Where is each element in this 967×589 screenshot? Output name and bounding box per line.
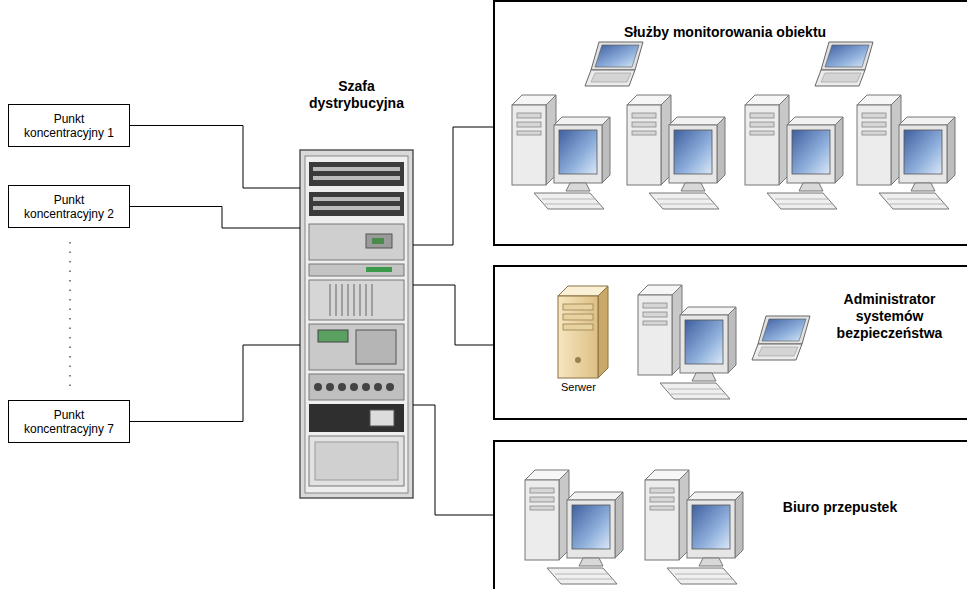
icon-part bbox=[315, 442, 398, 480]
box-label: Punkt koncentracyjny 2 bbox=[15, 193, 123, 221]
server-icon bbox=[558, 286, 608, 378]
icon-part bbox=[309, 280, 404, 320]
icon-part bbox=[330, 284, 372, 316]
concentration-point-box: Punkt koncentracyjny 2 bbox=[8, 185, 130, 228]
icon-part bbox=[309, 264, 404, 276]
icon-part bbox=[360, 284, 361, 316]
rack-illustration bbox=[300, 150, 413, 498]
pc-icon bbox=[645, 470, 743, 584]
icon-part bbox=[370, 410, 394, 426]
pc-icon bbox=[627, 95, 725, 209]
distribution-rack: Szafa dystrybucyjna bbox=[300, 78, 413, 498]
icon-part bbox=[313, 176, 400, 180]
icon-part bbox=[342, 284, 343, 316]
icon-caption: Serwer bbox=[561, 381, 596, 394]
icon-part bbox=[330, 284, 331, 316]
group-panel: Biuro przepustek bbox=[493, 440, 967, 589]
concentration-point-box: Punkt koncentracyjny 1 bbox=[8, 104, 130, 147]
icon-part bbox=[366, 234, 392, 248]
icon-part bbox=[313, 167, 400, 171]
icon-part bbox=[356, 330, 396, 364]
box-label: Punkt koncentracyjny 1 bbox=[15, 112, 123, 140]
group-heading: Administrator systemów bezpieczeństwa bbox=[817, 291, 962, 342]
icon-part bbox=[598, 286, 608, 378]
icon-part bbox=[314, 383, 394, 391]
icon-part bbox=[372, 238, 384, 244]
icon-part bbox=[309, 374, 404, 400]
icon-part bbox=[309, 162, 404, 186]
icon-part bbox=[309, 192, 404, 216]
icon-part bbox=[386, 383, 394, 391]
concentration-point-box: Punkt koncentracyjny 7 bbox=[8, 400, 130, 443]
network-cable bbox=[130, 126, 300, 189]
group-panel: Administrator systemów bezpieczeństwa bbox=[493, 265, 967, 420]
icon-part bbox=[563, 324, 593, 330]
icon-part bbox=[300, 150, 413, 498]
icon-part bbox=[348, 284, 349, 316]
pc-icon bbox=[638, 285, 736, 399]
icon-part bbox=[372, 284, 373, 316]
icon-part bbox=[309, 436, 404, 486]
network-cable bbox=[130, 207, 300, 229]
icon-part bbox=[374, 383, 382, 391]
network-cable bbox=[413, 405, 493, 515]
icon-part bbox=[354, 284, 355, 316]
icon-part bbox=[318, 330, 348, 342]
group-heading: Biuro przepustek bbox=[765, 499, 915, 516]
ellipsis-dots bbox=[69, 242, 71, 388]
group-panel: Służby monitorowania obiektu bbox=[493, 0, 967, 246]
pc-icon bbox=[525, 470, 623, 584]
group-heading: Służby monitorowania obiektu bbox=[555, 24, 895, 41]
icon-part bbox=[366, 267, 392, 272]
pc-icon bbox=[857, 95, 955, 209]
icon-part bbox=[338, 383, 346, 391]
network-cable bbox=[413, 127, 493, 245]
pc-icon bbox=[745, 95, 843, 209]
laptop-icon bbox=[752, 316, 810, 360]
icon-part bbox=[313, 206, 400, 210]
icon-part bbox=[575, 357, 581, 363]
network-cable bbox=[413, 285, 493, 345]
icon-part bbox=[336, 284, 337, 316]
icon-part bbox=[309, 224, 404, 260]
network-cable bbox=[130, 345, 300, 422]
icon-part bbox=[305, 156, 408, 493]
laptop-icon bbox=[585, 42, 643, 86]
group-heading: Szafa dystrybucyjna bbox=[300, 78, 413, 112]
pc-icon bbox=[512, 95, 610, 209]
icon-part bbox=[362, 383, 370, 391]
icon-part bbox=[313, 197, 400, 201]
laptop-icon bbox=[815, 42, 873, 86]
icon-part bbox=[558, 296, 598, 378]
box-label: Punkt koncentracyjny 7 bbox=[15, 408, 123, 436]
icon-part bbox=[326, 383, 334, 391]
icon-part bbox=[314, 383, 322, 391]
icon-part bbox=[563, 314, 593, 320]
icon-part bbox=[350, 383, 358, 391]
icon-part bbox=[309, 324, 404, 370]
icon-part bbox=[563, 304, 593, 310]
icon-part bbox=[366, 284, 367, 316]
icon-part bbox=[309, 404, 404, 432]
